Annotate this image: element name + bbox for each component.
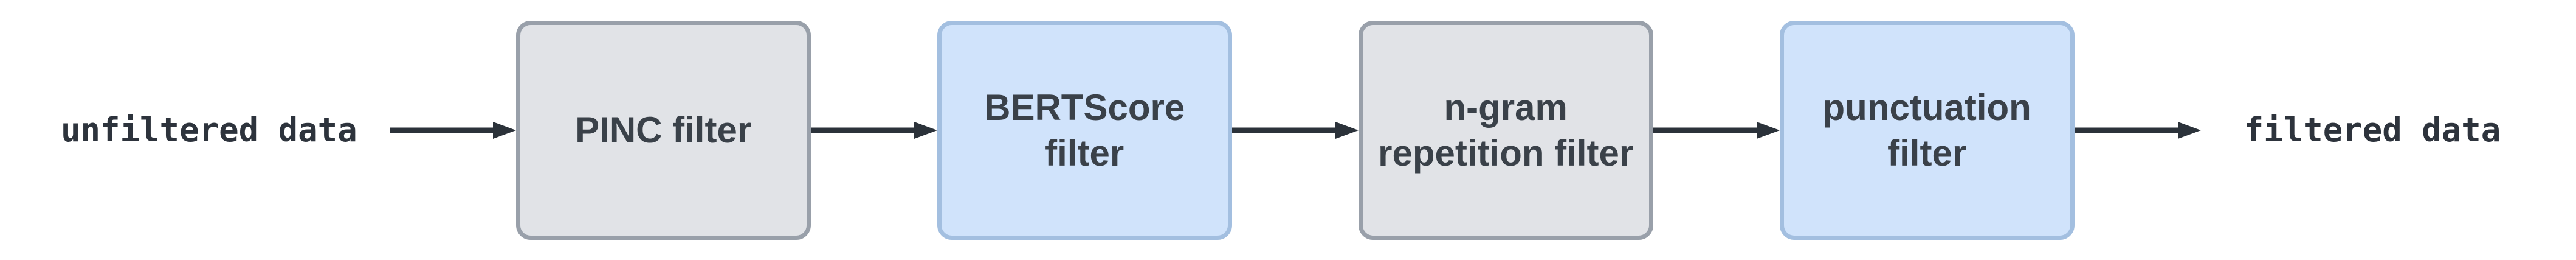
flow-arrow-icon xyxy=(1653,121,1780,139)
flow-arrow-icon xyxy=(1231,121,1359,139)
node-punctuation-filter: punctuation filter xyxy=(1779,20,2075,240)
node-pinc-filter-label: PINC filter xyxy=(575,110,752,150)
node-ngram-repetition-filter: n-gram repetition filter xyxy=(1358,20,1653,240)
pipeline-row: unfiltered data PINC filter BERTScore fi… xyxy=(61,20,2501,240)
source-label: unfiltered data xyxy=(61,111,357,149)
sink-label: filtered data xyxy=(2244,111,2501,149)
node-ngram-repetition-filter-label: n-gram repetition filter xyxy=(1378,86,1634,174)
flow-arrow-icon xyxy=(810,121,937,139)
node-bertscore-filter-label: BERTScore filter xyxy=(984,86,1185,174)
flow-arrow-icon xyxy=(389,121,516,139)
node-bertscore-filter: BERTScore filter xyxy=(937,20,1232,240)
node-pinc-filter: PINC filter xyxy=(515,20,811,240)
node-punctuation-filter-label: punctuation filter xyxy=(1822,86,2031,174)
flow-arrow-icon xyxy=(2074,121,2201,139)
